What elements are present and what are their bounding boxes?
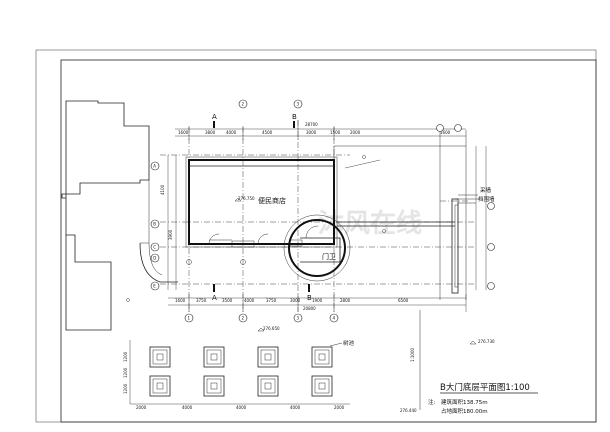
shop-building: 便民商店 276.750 (185, 156, 338, 248)
level-court: 276.650 (263, 326, 280, 331)
tree-pits: 树池 2000 4000 4000 4000 2000 1200 1200 12… (123, 339, 355, 410)
svg-text:3750: 3750 (266, 298, 277, 303)
tree-pit (203, 346, 225, 368)
svg-text:4: 4 (333, 316, 336, 321)
svg-text:4100: 4100 (160, 184, 165, 195)
svg-text:1900: 1900 (312, 298, 323, 303)
guard-booth: 门卫 (283, 214, 351, 282)
svg-text:2000: 2000 (136, 405, 147, 410)
svg-text:2000: 2000 (350, 130, 361, 135)
svg-text:2: 2 (242, 102, 245, 107)
svg-text:1: 1 (188, 316, 191, 321)
drawing-title: B大门底层平面图1:100 (440, 382, 530, 393)
svg-text:2: 2 (242, 316, 245, 321)
right-dimensions (475, 146, 487, 290)
wall-label-1: 采墙 (480, 186, 492, 194)
svg-text:1200: 1200 (123, 383, 128, 394)
area-land: 占地面积180.00m (441, 407, 488, 415)
room-label: 便民商店 (258, 196, 286, 205)
svg-text:20800: 20800 (303, 306, 316, 311)
svg-text:2800: 2800 (340, 298, 351, 303)
svg-text:3800: 3800 (205, 130, 216, 135)
svg-text:3750: 3750 (196, 298, 207, 303)
svg-text:1600: 1600 (178, 130, 189, 135)
svg-text:4000: 4000 (182, 405, 193, 410)
level-inside: 276.750 (238, 196, 255, 201)
tree-pit (257, 346, 279, 368)
tree-pit (149, 375, 171, 397)
svg-text:28700: 28700 (305, 122, 318, 127)
svg-text:B: B (153, 222, 156, 227)
wall-label-2: 挡围墙 (478, 195, 495, 203)
curved-wall (139, 242, 178, 283)
svg-text:1200: 1200 (123, 367, 128, 378)
top-dimensions: 28700 1600 3800 4000 4500 3000 1500 2000… (175, 120, 466, 140)
gate-room-label: 门卫 (322, 252, 336, 261)
axis-bubbles-bottom: 1 2 3 4 (184, 313, 339, 323)
svg-text:1500: 1500 (330, 130, 341, 135)
svg-text:3: 3 (297, 316, 300, 321)
svg-text:2000: 2000 (334, 405, 345, 410)
svg-text:4000: 4000 (226, 130, 237, 135)
gate-canopy: 采墙 挡围墙 (337, 186, 495, 294)
axis-bubbles-top: 2 3 (238, 99, 462, 132)
adjacent-building-outline (61, 100, 150, 331)
watermark: 沐风在线 (318, 209, 422, 239)
svg-text:1200: 1200 (123, 351, 128, 362)
area-build: 建筑面积138.75m (441, 398, 488, 406)
svg-text:C: C (153, 245, 156, 250)
title-block: B大门底层平面图1:100 注: 建筑面积138.75m 占地面积180.00m (428, 382, 538, 415)
svg-text:3000: 3000 (306, 130, 317, 135)
tree-pit (311, 346, 333, 368)
svg-text:4000: 4000 (236, 405, 247, 410)
section-a-top: A (212, 113, 217, 121)
axis-bubbles-right (487, 202, 495, 290)
tree-pit (311, 375, 333, 397)
svg-text:E: E (153, 284, 156, 289)
svg-text:6500: 6500 (398, 298, 409, 303)
svg-text:4000: 4000 (290, 405, 301, 410)
level-right: 276.730 (478, 339, 495, 344)
svg-text:D: D (153, 256, 156, 261)
axis-bubbles-left: A B C D E (150, 161, 160, 291)
svg-text:3900: 3900 (168, 229, 173, 240)
section-markers: A B A B (212, 113, 312, 302)
level-slope: 1:1000 (410, 347, 415, 362)
svg-text:3500: 3500 (222, 298, 233, 303)
svg-text:3000: 3000 (290, 298, 301, 303)
svg-text:1600: 1600 (175, 298, 186, 303)
section-b-top: B (292, 113, 297, 121)
svg-text:4000: 4000 (244, 298, 255, 303)
bottom-dimensions: 1600 3750 3500 4000 3750 3000 1900 2800 … (168, 294, 467, 312)
tree-pit (149, 346, 171, 368)
svg-text:3: 3 (297, 102, 300, 107)
tree-label: 树池 (343, 339, 355, 347)
tree-pit (257, 375, 279, 397)
outer-frame (35, 49, 597, 423)
area-prefix: 注: (428, 398, 436, 406)
svg-text:A: A (153, 164, 156, 169)
svg-text:4500: 4500 (262, 130, 273, 135)
level-bottom: 276.440 (400, 408, 417, 413)
left-dimensions: 4100 3900 (160, 155, 177, 290)
tree-pit (203, 375, 225, 397)
drawing-frame (60, 59, 597, 423)
svg-text:1600: 1600 (440, 130, 451, 135)
boundary-line (140, 180, 150, 244)
